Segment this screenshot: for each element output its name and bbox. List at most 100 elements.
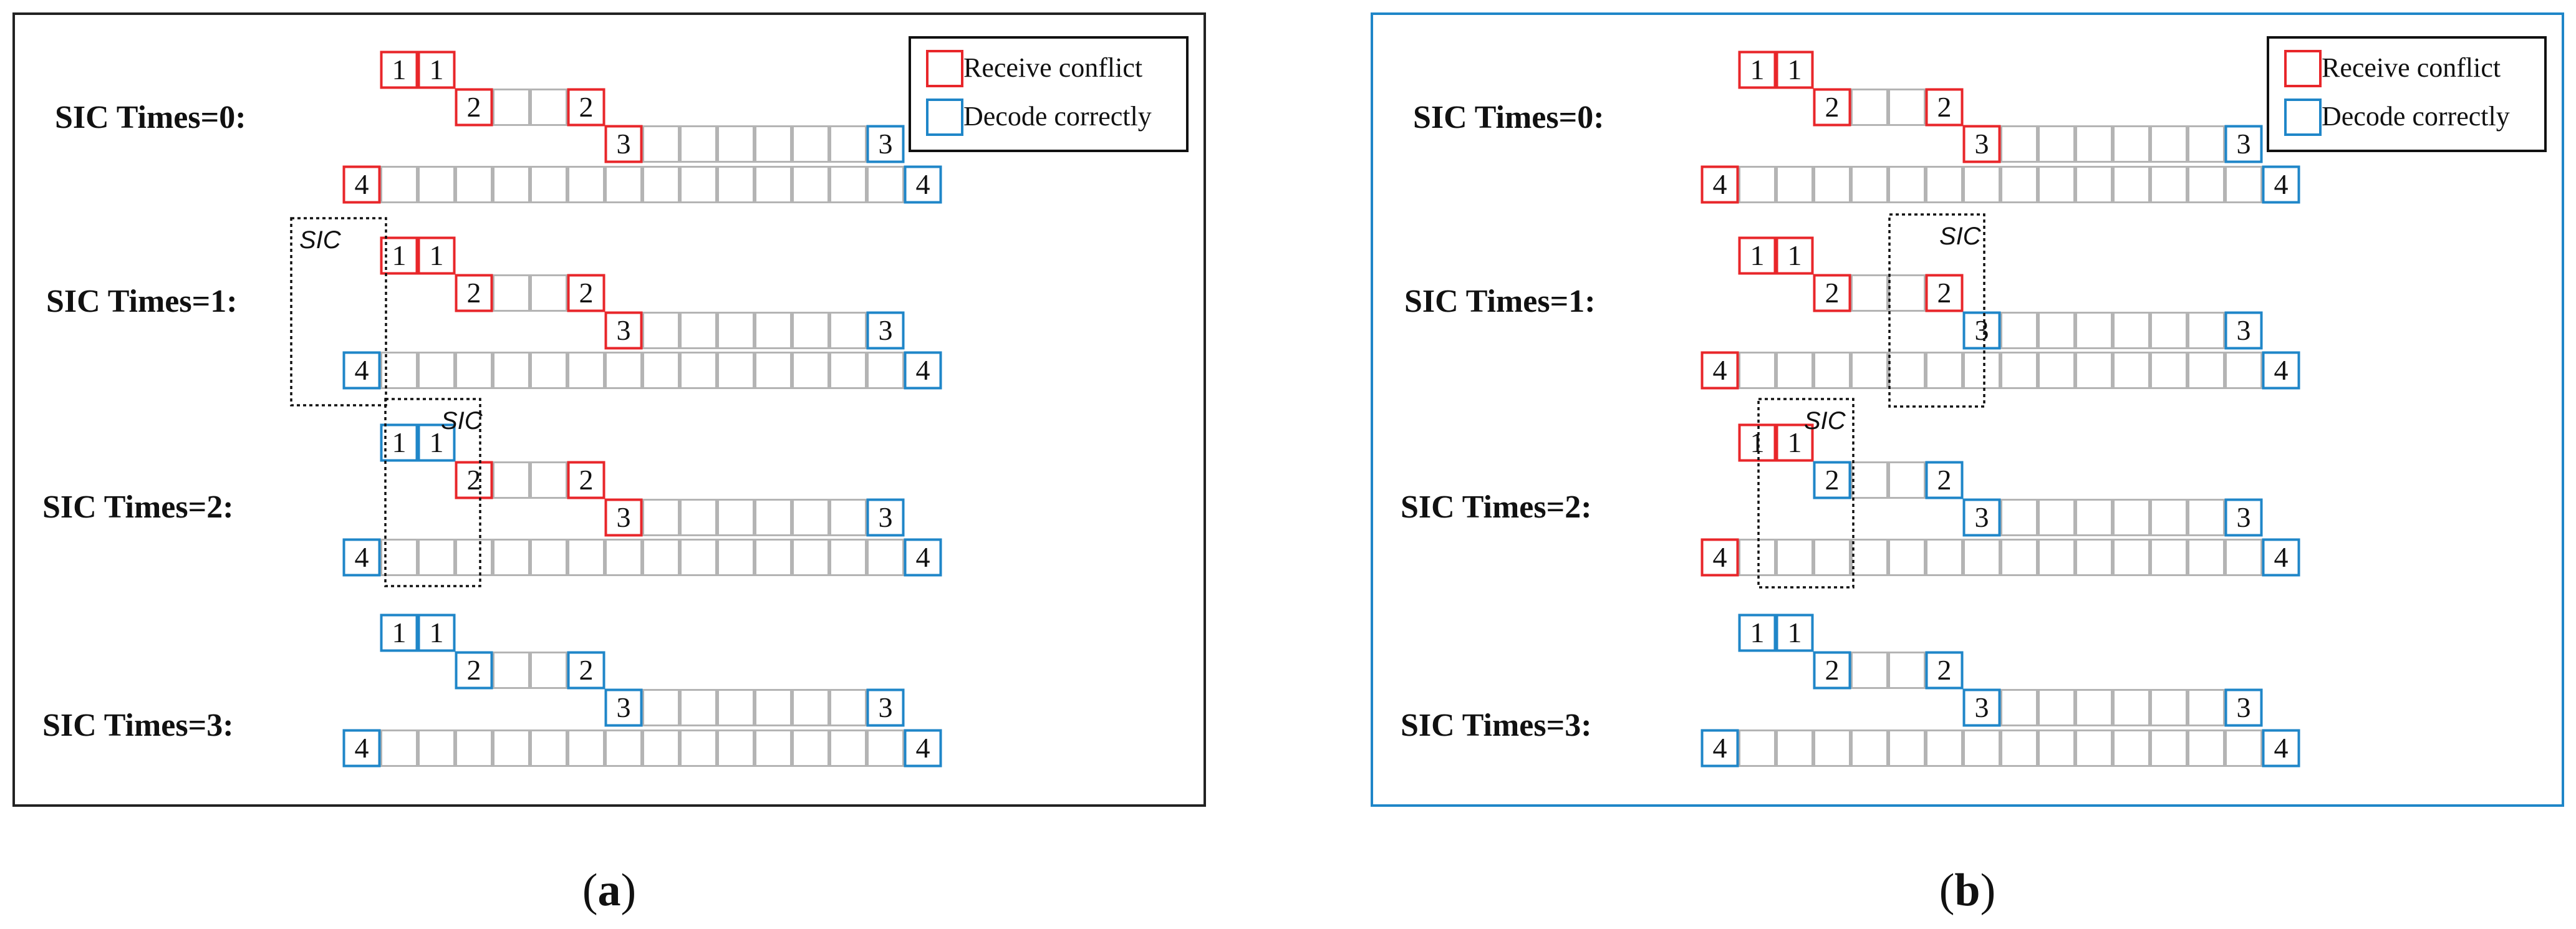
- decoded-slot: [2262, 165, 2300, 204]
- empty-slot: [717, 689, 755, 726]
- decoded-slot: [2262, 729, 2300, 768]
- empty-slot: [2038, 499, 2075, 536]
- empty-slot: [2038, 125, 2075, 163]
- decoded-slot: [380, 423, 418, 462]
- empty-slot: [380, 729, 418, 767]
- empty-slot: [2113, 166, 2150, 203]
- empty-slot: [1851, 729, 1888, 767]
- node-number: 4: [916, 732, 930, 764]
- empty-slot: [680, 125, 717, 163]
- empty-slot: [2188, 352, 2225, 389]
- node-number: 2: [1825, 277, 1840, 309]
- empty-slot: [530, 352, 567, 389]
- decoded-slot: [1775, 614, 1814, 652]
- empty-slot: [2075, 729, 2113, 767]
- empty-slot: [792, 166, 829, 203]
- conflict-slot: [417, 51, 456, 89]
- node-number: 3: [1975, 501, 1989, 533]
- sic-dotted-frame: [384, 398, 481, 587]
- node-number: 3: [2237, 501, 2251, 533]
- decoded-slot: [2224, 125, 2263, 163]
- sic-tag: SIC: [1804, 407, 1846, 435]
- conflict-slot: [567, 461, 605, 499]
- node-number: 3: [2237, 691, 2251, 723]
- empty-slot: [792, 125, 829, 163]
- empty-slot: [717, 729, 755, 767]
- empty-slot: [418, 729, 455, 767]
- empty-slot: [792, 539, 829, 576]
- empty-slot: [1776, 166, 1813, 203]
- empty-slot: [755, 125, 792, 163]
- empty-slot: [2000, 312, 2038, 349]
- node-number: 4: [2274, 354, 2289, 386]
- node-number: 3: [1975, 691, 1989, 723]
- decoded-slot: [866, 688, 905, 727]
- conflict-slot: [455, 274, 493, 312]
- empty-slot: [1813, 166, 1851, 203]
- empty-slot: [680, 689, 717, 726]
- empty-slot: [493, 274, 530, 312]
- legend-decode-swatch: [2284, 99, 2322, 136]
- sic-box: SIC: [290, 217, 387, 407]
- empty-slot: [2113, 352, 2150, 389]
- node-number: 1: [1788, 239, 1802, 271]
- empty-slot: [2150, 125, 2188, 163]
- empty-slot: [867, 352, 904, 389]
- node-number: 3: [2237, 314, 2251, 346]
- empty-slot: [2075, 499, 2113, 536]
- node-number: 3: [617, 691, 631, 723]
- empty-slot: [2038, 166, 2075, 203]
- empty-slot: [829, 729, 867, 767]
- node-number: 2: [1825, 654, 1840, 686]
- node-number: 3: [617, 501, 631, 533]
- empty-slot: [493, 461, 530, 499]
- conflict-slot: [455, 88, 493, 127]
- empty-slot: [530, 729, 567, 767]
- conflict-slot: [455, 461, 493, 499]
- decoded-slot: [1962, 311, 2001, 350]
- empty-slot: [2000, 352, 2038, 389]
- node-number: 2: [1825, 91, 1840, 123]
- node-number: 3: [879, 314, 893, 346]
- node-number: 1: [430, 54, 444, 85]
- empty-slot: [755, 729, 792, 767]
- empty-slot: [567, 166, 605, 203]
- empty-slot: [418, 539, 455, 576]
- empty-slot: [1926, 729, 1963, 767]
- legend-decode-label: Decode correctly: [2322, 101, 2510, 132]
- empty-slot: [2113, 312, 2150, 349]
- empty-slot: [2150, 312, 2188, 349]
- conflict-slot: [380, 236, 418, 275]
- empty-slot: [2113, 499, 2150, 536]
- empty-slot: [755, 499, 792, 536]
- node-number: 1: [430, 239, 444, 271]
- node-number: 4: [1713, 541, 1727, 573]
- empty-slot: [1963, 539, 2000, 576]
- decoded-slot: [1738, 614, 1777, 652]
- empty-slot: [2225, 352, 2262, 389]
- empty-slot: [455, 352, 493, 389]
- empty-slot: [493, 89, 530, 126]
- empty-slot: [829, 312, 867, 349]
- node-number: 3: [2237, 128, 2251, 160]
- row-label: SIC Times=0:: [55, 100, 246, 135]
- node-number: 2: [579, 91, 594, 123]
- conflict-slot: [1775, 236, 1814, 275]
- decoded-slot: [1925, 461, 1964, 499]
- decoded-slot: [904, 351, 942, 390]
- node-number: 3: [617, 314, 631, 346]
- empty-slot: [1963, 729, 2000, 767]
- decoded-slot: [2224, 311, 2263, 350]
- legend-conflict-swatch: [2284, 50, 2322, 87]
- decoded-slot: [2224, 498, 2263, 537]
